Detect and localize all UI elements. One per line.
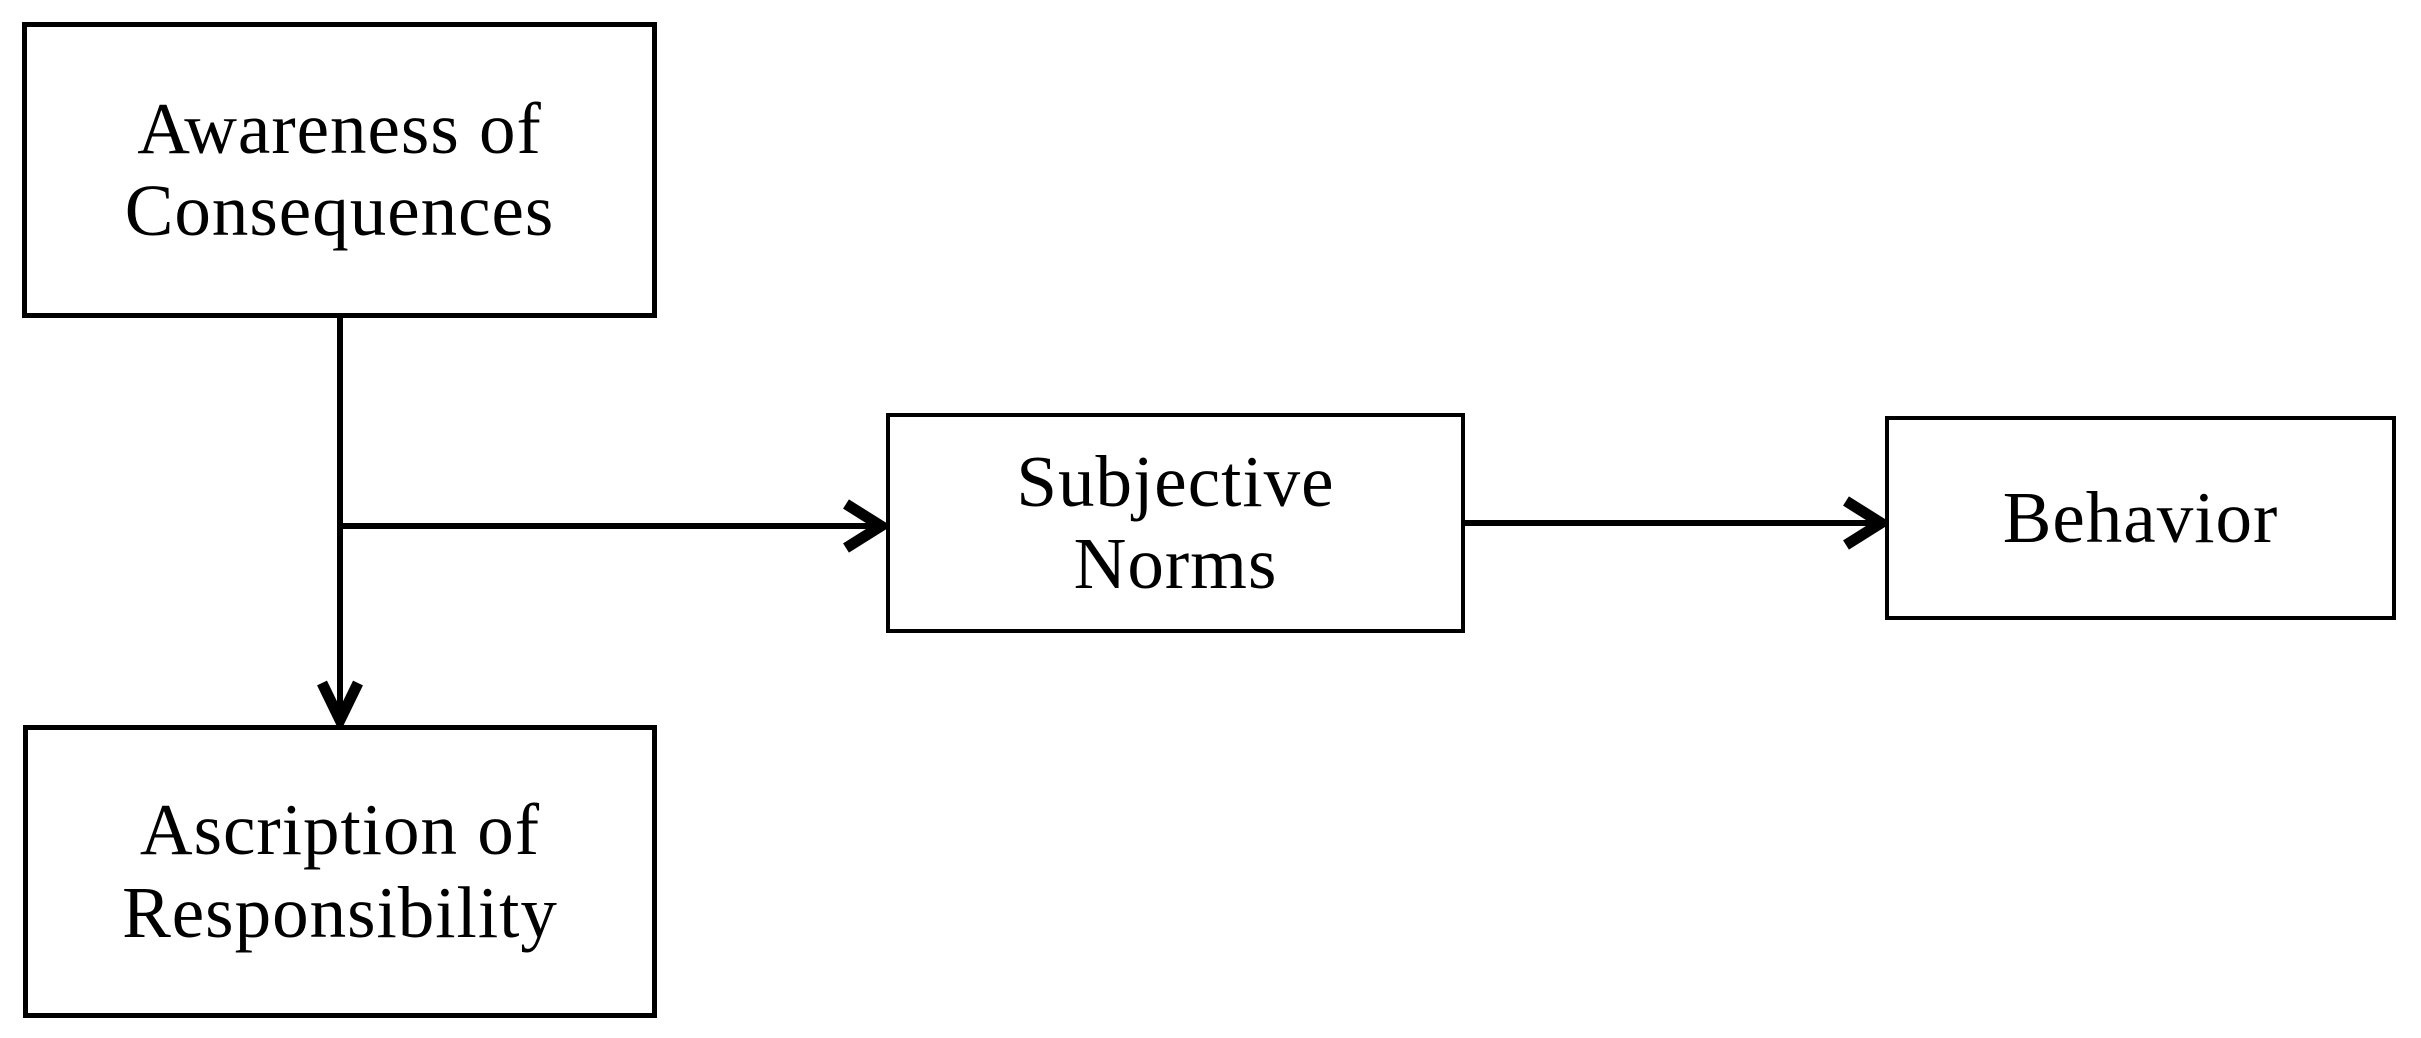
node-ascription-of-responsibility: Ascription of Responsibility [23,725,657,1018]
arrowhead-right-to-subjective-norms [843,499,892,553]
node-awareness-of-consequences: Awareness of Consequences [22,22,657,318]
edge-awareness-to-ascription [317,318,363,733]
node-label-behavior: Behavior [2002,476,2279,558]
arrowhead-down [317,680,363,733]
edge-subjective-norms-to-behavior [1465,496,1892,550]
node-label-ascription-of-responsibility: Ascription of Responsibility [122,789,558,953]
node-behavior: Behavior [1885,416,2396,620]
arrowhead-right-to-behavior [1843,496,1892,550]
node-label-awareness-of-consequences: Awareness of Consequences [124,87,555,251]
edge-awareness-to-subjective-norms [337,499,892,553]
node-label-subjective-norms: Subjective Norms [1016,440,1335,604]
node-subjective-norms: Subjective Norms [886,413,1465,633]
